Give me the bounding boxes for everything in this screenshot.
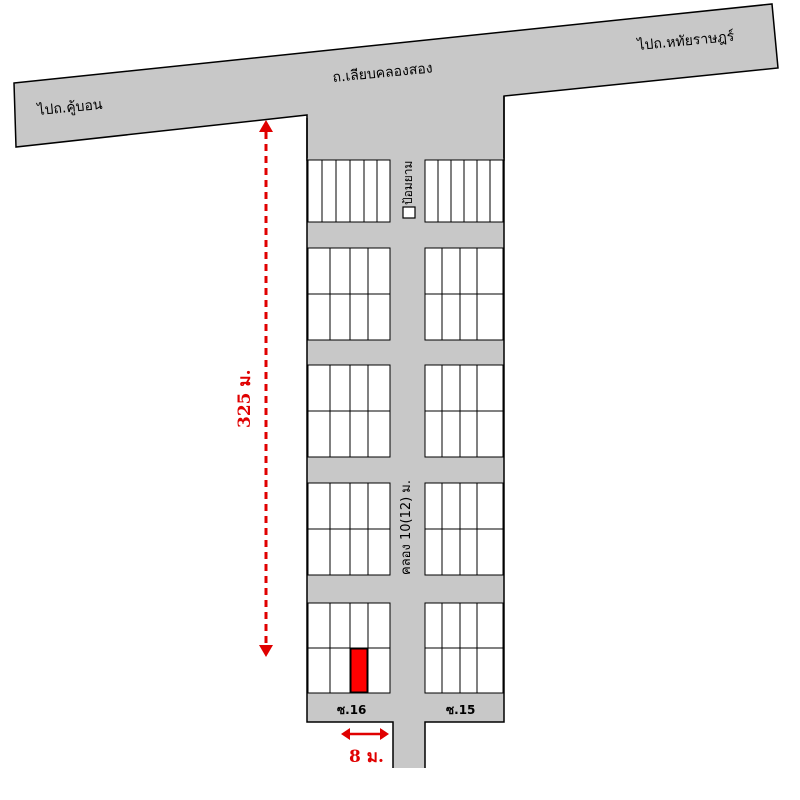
width-label: 8 ม. — [349, 747, 384, 767]
lot-block-3-right — [424, 364, 504, 458]
lot-block-top-left — [307, 159, 391, 223]
soi-15-label: ซ.15 — [446, 703, 475, 717]
lot-block-5-right — [424, 602, 504, 694]
lane-right-edge — [424, 96, 505, 768]
lane-extension — [393, 720, 425, 768]
lot-block-2-right — [424, 247, 504, 341]
lot-block-2-left — [307, 247, 391, 341]
soi-16-label: ซ.16 — [337, 703, 366, 717]
lot-block-4-left — [307, 482, 391, 576]
lot-block-4-right — [424, 482, 504, 576]
distance-arrow — [259, 120, 273, 657]
width-arrow — [341, 728, 389, 740]
main-road — [13, 3, 779, 161]
lane-left-edge — [306, 118, 394, 768]
to-left-label: ไปถ.คู้บอน — [36, 96, 104, 119]
highlighted-lot — [350, 648, 368, 693]
lot-block-top-right — [424, 159, 504, 223]
lane-label: คลอง 10(12) ม. — [399, 480, 414, 575]
distance-label: 325 ม. — [235, 369, 255, 428]
guard-house-icon — [402, 206, 416, 219]
guard-house-label: ป้อมยาม — [401, 161, 415, 205]
lot-block-5-left — [307, 602, 391, 694]
lot-block-3-left — [307, 364, 391, 458]
